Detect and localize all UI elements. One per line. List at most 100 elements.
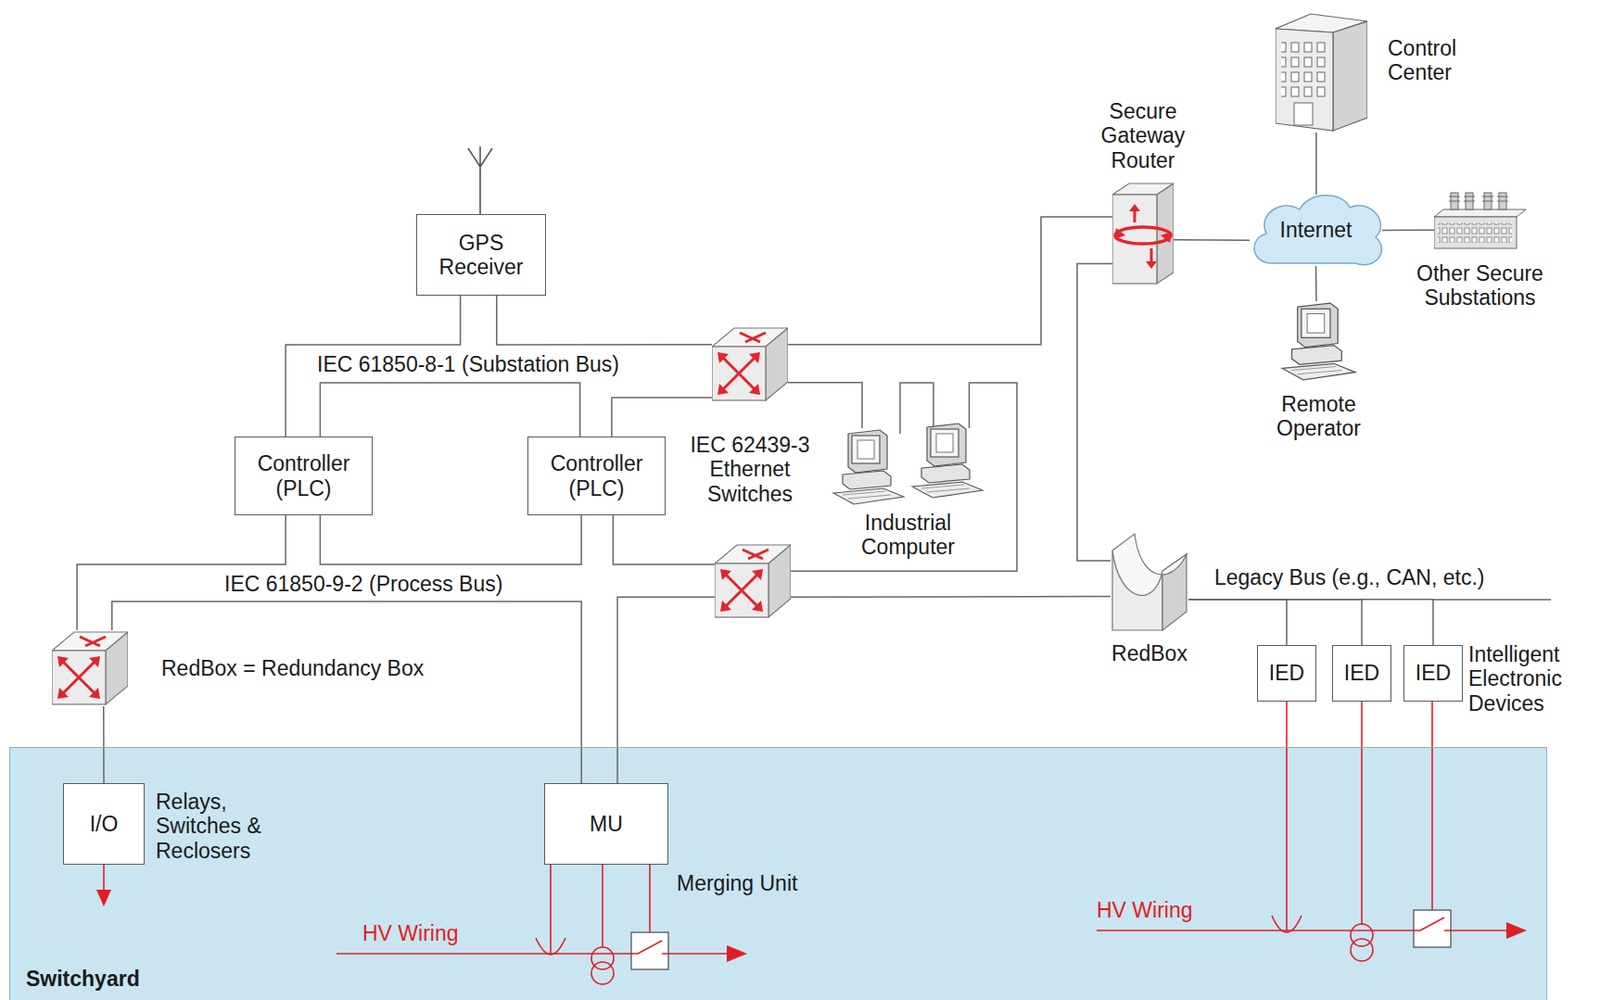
ied-box: IED [1257,645,1317,702]
node-caption: Relays, Switches & Reclosers [155,789,295,864]
node-label: MU [589,812,623,837]
io-box: I/ORelays, Switches & Reclosers [63,783,145,865]
node-caption: Merging Unit [676,871,798,896]
connector [496,295,712,345]
hv-wiring-part [1271,701,1302,933]
switch-node [714,543,791,620]
computer-link [900,382,934,434]
connector [319,382,580,437]
controller-box: Controller (PLC) [234,436,373,516]
node-label: Remote Operator [1258,392,1380,442]
ied-box: IEDIntelligent Electronic Devices [1403,645,1463,702]
hv-wiring-part [535,864,566,955]
redbox-switch-icon [51,632,128,705]
connector [1382,228,1435,231]
router-icon [1112,183,1174,284]
ethernet-switch-icon [714,545,791,618]
switch-symbol-part [631,932,669,970]
node-label: RedBox = Redundancy Box [161,656,424,681]
substation-icon [1434,192,1526,249]
redbox-node: RedBox [1110,530,1189,633]
internet-cloud-node: Internet [1249,194,1383,267]
switch-symbol-part [631,940,669,954]
computer-icon [833,430,904,505]
node-label: Other Secure Substations [1396,261,1564,311]
control-center-node: Control Center [1275,10,1368,133]
connector [611,397,712,437]
node-label: Switchyard [25,966,140,991]
node-label: IED [1344,660,1380,686]
node-label: Controller (PLC) [538,451,655,501]
ied-box: IED [1332,645,1392,702]
node-label: Secure Gateway Router [1082,99,1204,173]
node-label: RedBox [1111,641,1188,666]
node-label: I/O [89,812,119,837]
hv-wiring-part [1360,701,1363,925]
wiring-label: HV Wiring [1094,898,1195,923]
connector [1077,263,1113,561]
connector [1315,266,1318,302]
redbox-icon [1112,533,1187,631]
switchyard-ground [10,748,1547,1000]
internet-cloud [1254,195,1382,266]
hv-arrowheads [96,889,1527,963]
connector [787,382,863,429]
hv-arrowheads-part [1506,922,1527,940]
computer-node: Industrial Computer [831,428,985,506]
connector [102,706,105,784]
hv-wiring-part [1350,939,1373,962]
ethernet-switch-icon [711,328,788,401]
switch-symbol [631,910,1451,970]
node-label: Internet [1280,217,1353,242]
node-caption: Intelligent Electronic Devices [1468,642,1580,716]
legacy-bus-line [1432,598,1551,601]
computer-icon [912,423,983,498]
hv-wiring [103,701,1509,985]
bus-label: Legacy Bus (e.g., CAN, etc.) [1212,565,1486,590]
connector [112,601,582,784]
node-label: IEC 62439-3 Ethernet Switches [671,432,829,507]
hv-wiring-part [648,864,651,933]
connector [1173,239,1250,242]
redbox-node: RedBox = Redundancy Box [51,630,128,707]
hv-wiring-part [601,864,604,948]
switchyard-band: I/ORelays, Switches & ReclosersMUMerging… [10,748,1547,1000]
hv-arrowheads-part [96,889,112,907]
node-label: IED [1415,660,1451,686]
node-label: GPS Receiver [430,230,533,280]
node-label: Control Center [1387,36,1499,86]
merging-unit-box: MUMerging Unit [544,783,669,865]
switch-symbol-part [1413,917,1451,931]
node-label: Controller (PLC) [245,451,362,501]
bus-label: IEC 61850-9-2 (Process Bus) [222,571,505,597]
hv-wiring-part [1431,701,1434,911]
connector [319,515,582,565]
connectors [76,132,1435,784]
hv-wiring-part [102,864,105,892]
router-node: Secure Gateway Router [1112,181,1174,286]
substation-node: Other Secure Substations [1434,189,1526,251]
connector [790,382,1017,572]
switch-node: IEC 62439-3 Ethernet Switches [711,326,788,403]
computer-icon [1282,303,1356,381]
connector [612,515,715,565]
node-label: IED [1269,660,1305,686]
node-label: Industrial Computer [848,510,969,560]
gps-antenna [468,146,493,215]
wiring-label: HV Wiring [360,921,461,946]
controller-box: Controller (PLC) [527,436,666,516]
gps-box: GPS Receiver [416,214,547,296]
connector [1315,132,1318,195]
connector [617,596,715,784]
connector [790,596,1111,598]
bus-label: IEC 61850-8-1 (Substation Bus) [315,352,622,377]
building-icon [1275,13,1368,131]
connector [1188,599,1362,646]
switch-symbol-part [1413,910,1451,948]
connector [1188,599,1287,646]
hv-wiring-part [336,952,729,955]
connector [1188,599,1434,646]
connector [787,216,1113,345]
